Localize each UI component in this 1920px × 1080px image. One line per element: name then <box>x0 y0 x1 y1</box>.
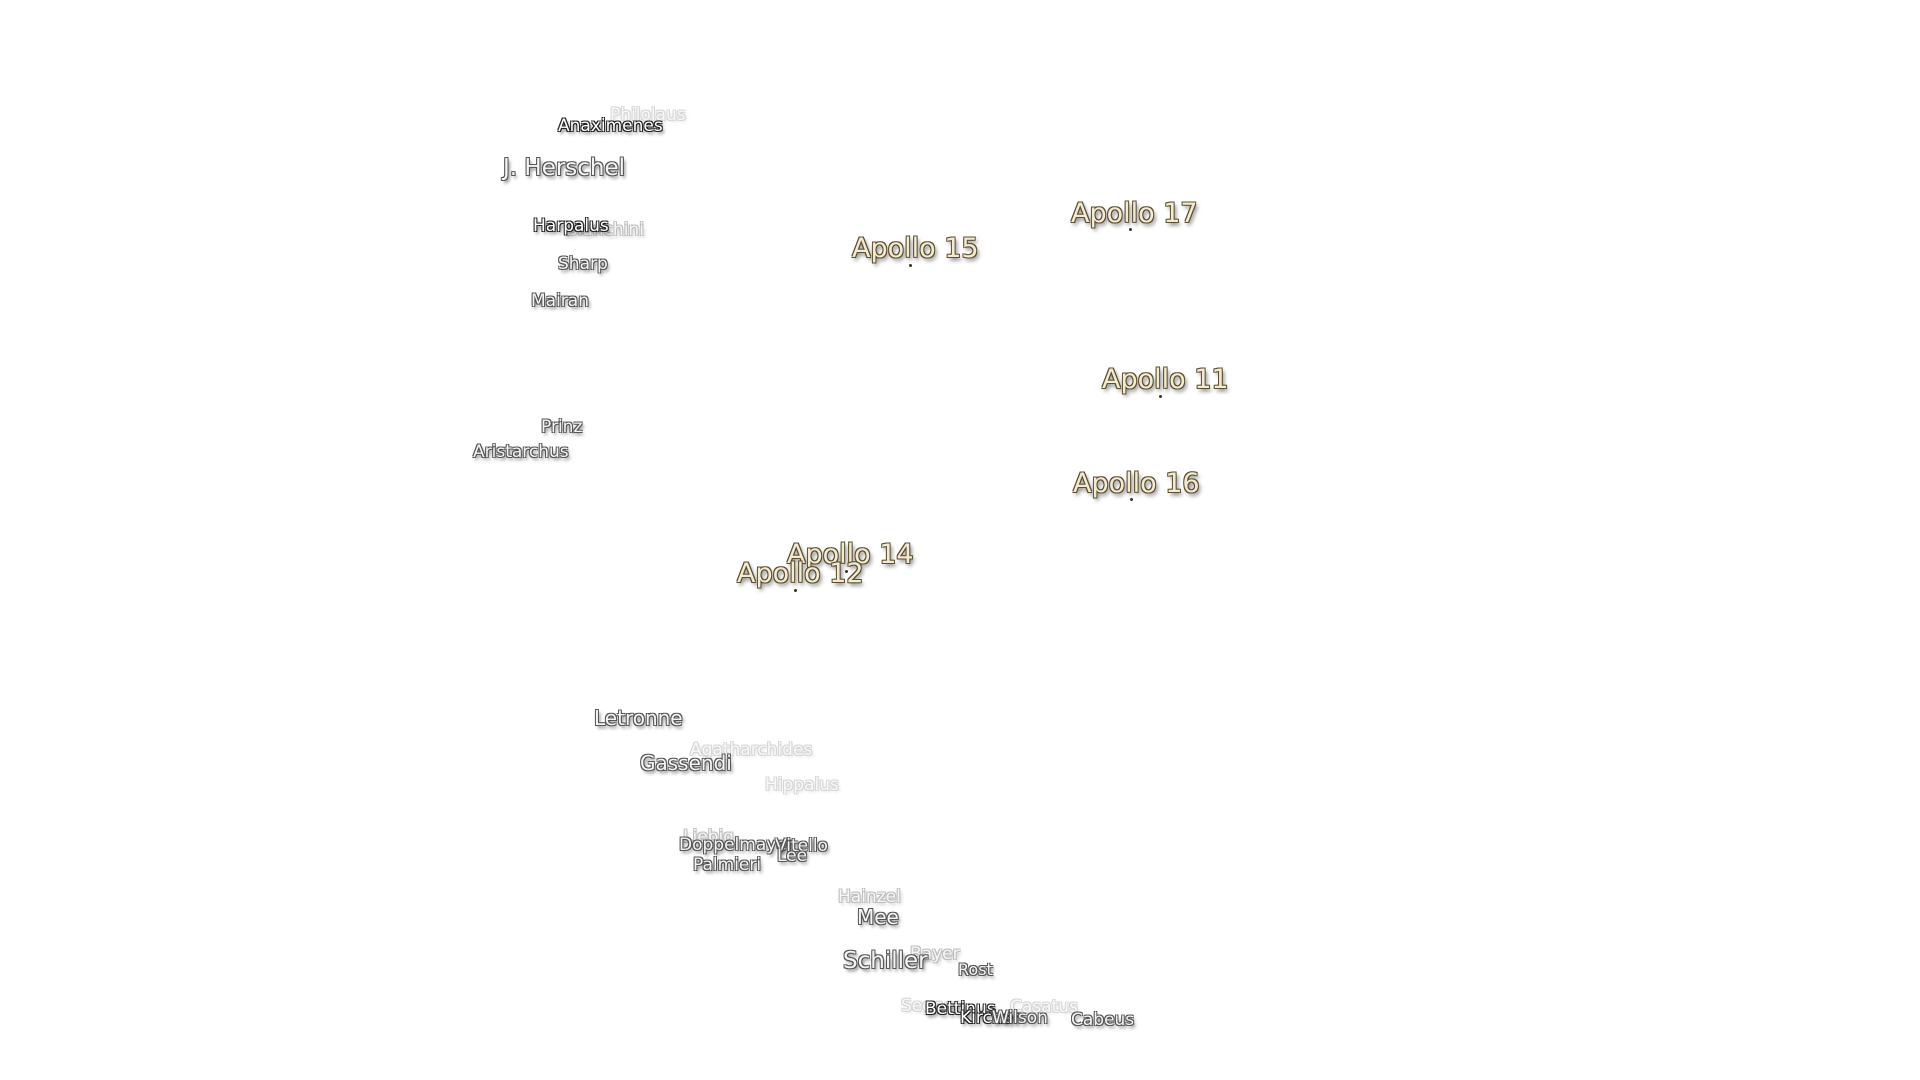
crater-label-schiller[interactable]: Schiller <box>843 948 928 974</box>
crater-label-hippalus[interactable]: Hippalus <box>765 775 839 795</box>
apollo-15-label[interactable]: Apollo 15 <box>852 233 979 264</box>
crater-label-anaximenes[interactable]: Anaximenes <box>558 116 663 136</box>
apollo-11-label[interactable]: Apollo 11 <box>1102 364 1229 395</box>
apollo-12-label[interactable]: Apollo 12 <box>737 558 864 589</box>
apollo-11-site-marker-icon[interactable] <box>1159 395 1162 398</box>
crater-label-segner[interactable]: Segner <box>901 996 962 1016</box>
crater-label-doppelmayer[interactable]: Doppelmayer <box>679 835 794 855</box>
crater-label-bettinus[interactable]: Bettinus <box>925 999 996 1019</box>
crater-label-rost[interactable]: Rost <box>958 960 993 979</box>
crater-label-harpalus[interactable]: Harpalus <box>533 216 609 236</box>
apollo-12-site-marker-icon[interactable] <box>794 589 797 592</box>
apollo-14-site-marker-icon[interactable] <box>845 570 848 573</box>
crater-label-casatus[interactable]: Casatus <box>1010 997 1078 1017</box>
crater-label-wilson[interactable]: Wilson <box>992 1008 1048 1028</box>
apollo-14-label[interactable]: Apollo 14 <box>787 539 914 570</box>
crater-label-prinz[interactable]: Prinz <box>541 417 583 437</box>
crater-label-bianchini[interactable]: Bianchini <box>566 220 644 240</box>
crater-label-gassendi[interactable]: Gassendi <box>640 751 732 775</box>
crater-label-hainzel[interactable]: Hainzel <box>838 887 901 907</box>
crater-label-j-herschel[interactable]: J. Herschel <box>503 155 626 181</box>
crater-label-philolaus[interactable]: Philolaus <box>610 105 686 125</box>
apollo-16-label[interactable]: Apollo 16 <box>1073 468 1200 499</box>
crater-label-aristarchus[interactable]: Aristarchus <box>473 442 569 462</box>
apollo-17-site-marker-icon[interactable] <box>1129 228 1132 231</box>
crater-label-liebig[interactable]: Liebig <box>683 827 734 847</box>
crater-label-kircher[interactable]: Kircher <box>960 1008 1021 1028</box>
crater-label-sharp[interactable]: Sharp <box>558 254 608 274</box>
crater-label-mairan[interactable]: Mairan <box>531 291 589 311</box>
crater-label-vitello[interactable]: Vitello <box>775 836 828 856</box>
crater-label-bayer[interactable]: Bayer <box>910 944 960 964</box>
crater-label-letronne[interactable]: Letronne <box>594 706 683 730</box>
apollo-16-site-marker-icon[interactable] <box>1130 498 1133 501</box>
apollo-17-label[interactable]: Apollo 17 <box>1071 198 1198 229</box>
crater-label-mee[interactable]: Mee <box>857 905 899 929</box>
apollo-15-site-marker-icon[interactable] <box>909 264 912 267</box>
crater-label-palmieri[interactable]: Palmieri <box>693 855 762 875</box>
crater-label-cabeus[interactable]: Cabeus <box>1071 1010 1135 1030</box>
crater-label-lee[interactable]: Lee <box>777 846 808 866</box>
crater-label-agatharchides[interactable]: Agatharchides <box>690 740 813 760</box>
